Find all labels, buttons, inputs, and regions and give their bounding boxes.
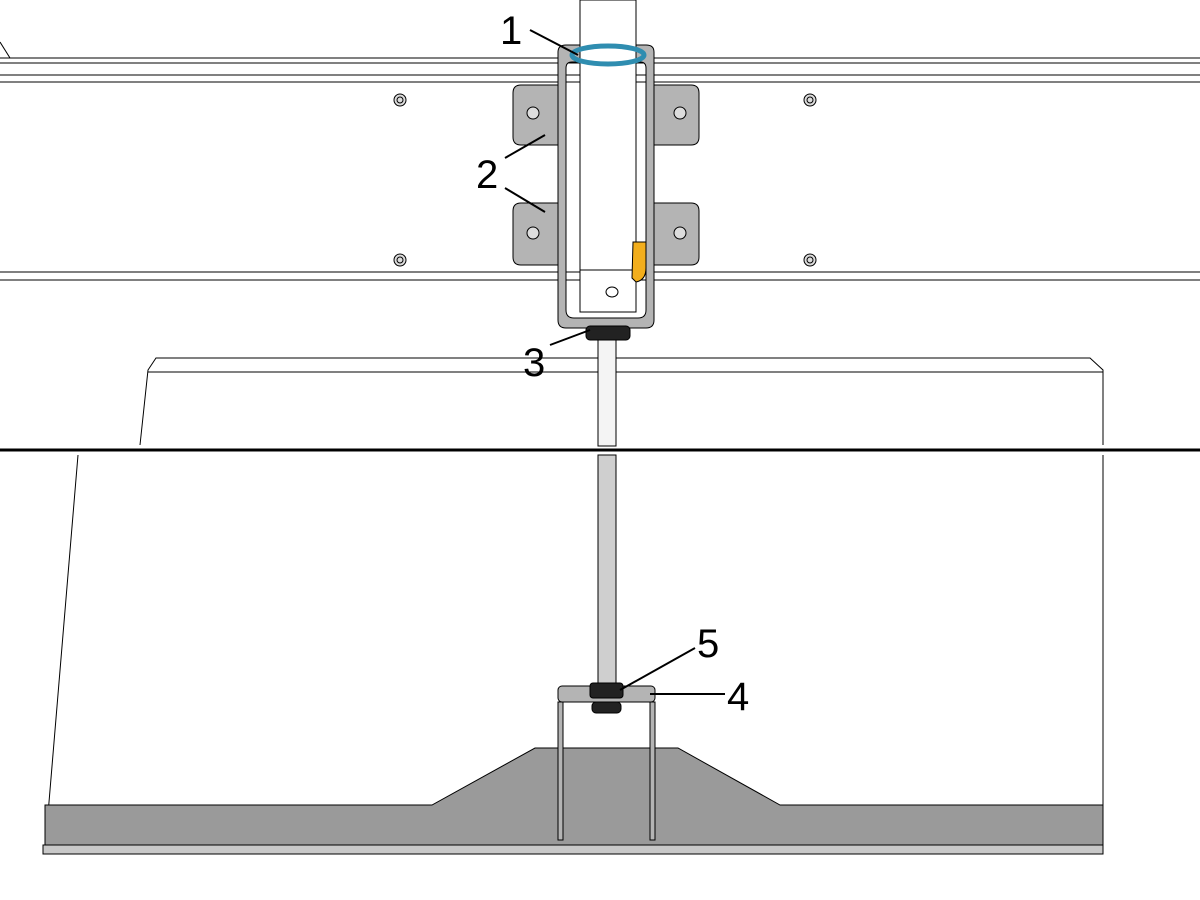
mounting-tabs <box>512 84 700 266</box>
rod-upper <box>597 337 617 447</box>
nut-lower <box>591 701 622 714</box>
callout-1: 1 <box>500 9 522 53</box>
callout-4: 4 <box>727 675 749 719</box>
callout-5: 5 <box>697 622 719 666</box>
callout-2: 2 <box>476 153 498 197</box>
screws <box>393 93 817 267</box>
air-fitting <box>631 241 647 283</box>
hole <box>605 286 619 298</box>
leader-lines <box>504 29 725 695</box>
upper-cover <box>139 357 1104 446</box>
floor-plate <box>44 747 1104 846</box>
seal-ring <box>569 43 647 67</box>
lower-housing <box>42 454 1104 855</box>
nut-5 <box>589 682 624 699</box>
callout-3: 3 <box>523 341 545 385</box>
u-bracket <box>557 44 655 329</box>
nut-3 <box>585 325 631 341</box>
rod-lower <box>597 454 617 688</box>
tube <box>579 0 637 313</box>
